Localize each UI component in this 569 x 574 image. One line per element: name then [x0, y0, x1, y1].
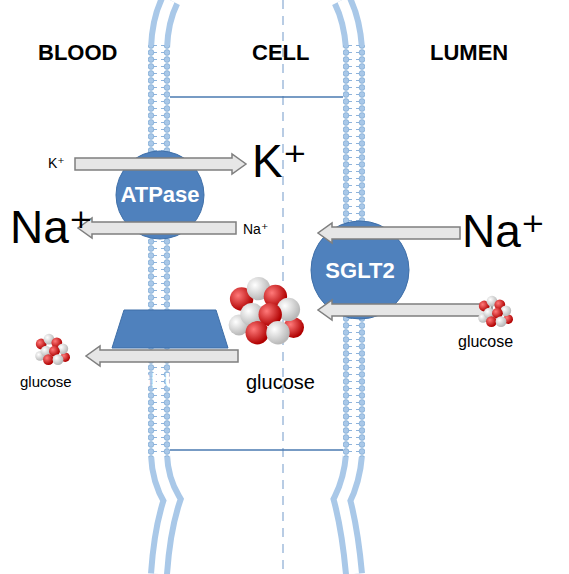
membrane-flare [342, 455, 354, 574]
sodium-arrow [318, 223, 460, 243]
glucose-arrow [318, 300, 492, 320]
ion-label: Na⁺ [243, 222, 268, 236]
compartment-label: LUMEN [430, 42, 508, 64]
membrane-flare [159, 0, 170, 48]
junction-line [170, 96, 343, 98]
membrane-flare [159, 455, 172, 574]
membrane-flare [342, 0, 354, 48]
junction-line [170, 449, 343, 451]
compartment-label: CELL [252, 42, 309, 64]
transporter-name: ATPase [115, 184, 205, 206]
compartment-label: BLOOD [38, 42, 117, 64]
glucose-molecule [229, 277, 304, 345]
node-shape [112, 310, 228, 348]
glucose-molecule [478, 296, 513, 327]
membrane-flare [159, 0, 170, 48]
glucose-arrow [86, 346, 238, 366]
potassium-arrow [75, 154, 246, 174]
ion-label: Na⁺ [462, 208, 545, 254]
glucose-label: glucose [246, 372, 315, 392]
sodium-arrow [78, 218, 236, 238]
transporter-name: SGLT2 [310, 260, 410, 282]
glucose-label: glucose [458, 334, 513, 350]
ion-label: K⁺ [48, 156, 65, 170]
membrane-flare [342, 455, 354, 574]
membrane-flare [342, 0, 354, 48]
glucose-label: glucose [20, 374, 72, 389]
transporter-name: GLUT2 [110, 370, 230, 392]
ion-label: K⁺ [252, 138, 307, 184]
glucose-molecule [35, 334, 70, 365]
ion-label: Na⁺ [10, 204, 93, 250]
basolateral-membrane [148, 45, 170, 457]
membrane-flare [159, 455, 172, 574]
